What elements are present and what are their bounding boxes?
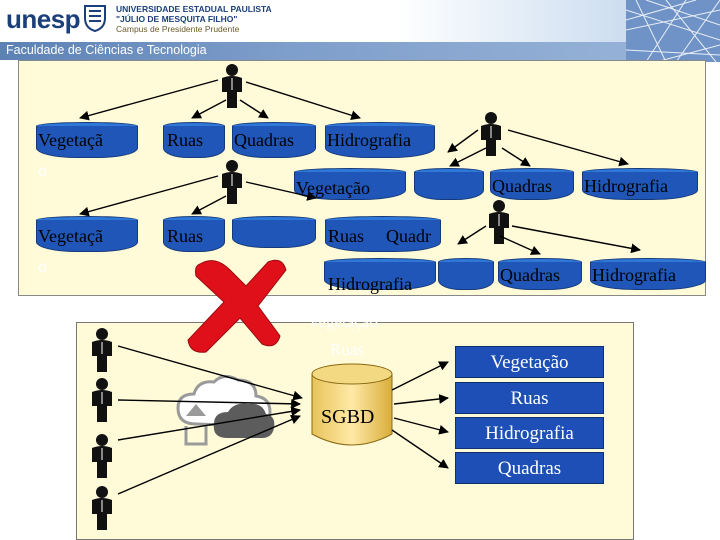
user-person-icon — [488, 200, 510, 244]
db-label-overflow: o — [38, 160, 47, 180]
unesp-seal-icon — [84, 5, 106, 32]
layer-box-vegetacao: Vegetação — [455, 346, 604, 378]
user-person-icon — [221, 160, 243, 204]
ghost-label-ruas: Ruas — [330, 340, 364, 359]
university-name: UNIVERSIDADE ESTADUAL PAULISTA "JÚLIO DE… — [116, 4, 272, 34]
db-label-overflow: o — [38, 256, 47, 276]
db-label-quadras: Quadras — [500, 265, 560, 285]
database-cylinder — [324, 258, 436, 290]
database-cylinder — [498, 258, 582, 290]
layer-label: Vegetação — [490, 352, 569, 373]
db-label-ruas: Ruas — [167, 226, 203, 246]
layer-box-hidrografia: Hidrografia — [455, 417, 604, 449]
red-cross-icon — [187, 259, 287, 353]
db-label-ruas: Ruas — [167, 130, 203, 150]
database-cylinder — [232, 122, 316, 158]
database-cylinder — [36, 216, 138, 252]
ghost-label-vegetacao: Vegetação — [308, 312, 378, 331]
layer-box-quadras: Quadras — [455, 452, 604, 484]
header-banner: unesp UNIVERSIDADE ESTADUAL PAULISTA "JÚ… — [0, 0, 720, 62]
user-person-icon — [91, 486, 113, 530]
db-label-quadras: Quadras — [492, 176, 552, 196]
university-line-1: UNIVERSIDADE ESTADUAL PAULISTA — [116, 4, 272, 14]
university-line-2: "JÚLIO DE MESQUITA FILHO" — [116, 14, 238, 24]
db-label-quadras: Quadr — [386, 226, 431, 246]
layer-box-ruas: Ruas — [455, 382, 604, 414]
user-person-icon — [221, 64, 243, 108]
database-cylinder — [163, 216, 225, 252]
db-label-hidrografia: Hidrografia — [592, 265, 676, 285]
database-cylinder — [325, 122, 435, 158]
database-cylinder — [232, 216, 316, 248]
database-cylinder — [490, 168, 574, 200]
db-label-vegetacao: Vegetaçã — [38, 130, 103, 150]
layer-label: Ruas — [510, 388, 549, 409]
db-label-hidrografia: Hidrografia — [328, 274, 412, 294]
layer-label: Hidrografia — [485, 423, 574, 444]
database-cylinder — [36, 122, 138, 158]
database-cylinder — [414, 168, 484, 200]
db-label-vegetacao: Vegetaçã — [38, 226, 103, 246]
database-cylinder — [163, 122, 225, 158]
unesp-logo: unesp — [6, 4, 81, 34]
database-cylinder — [582, 168, 698, 200]
database-cylinder — [438, 258, 494, 290]
user-person-icon — [91, 378, 113, 422]
db-label-hidrografia: Hidrografia — [327, 130, 411, 150]
faculty-name: Faculdade de Ciências e Tecnologia — [6, 43, 207, 57]
database-cylinder — [325, 216, 441, 252]
cloud-upload-icon — [176, 375, 275, 446]
user-person-icon — [91, 434, 113, 478]
user-person-icon — [91, 328, 113, 372]
campus-name: Campus de Presidente Prudente — [116, 24, 240, 34]
db-label-ruas: Ruas — [328, 226, 364, 246]
db-label-quadras: Quadras — [234, 130, 294, 150]
database-cylinder — [590, 258, 706, 290]
db-label-hidrografia: Hidrografia — [584, 176, 668, 196]
faculty-bar: Faculdade de Ciências e Tecnologia — [0, 42, 720, 60]
sgbd-label: SGBD — [321, 406, 375, 428]
globe-mesh-icon — [626, 0, 720, 62]
layer-label: Quadras — [497, 458, 562, 479]
sgbd-database-icon — [311, 363, 393, 446]
